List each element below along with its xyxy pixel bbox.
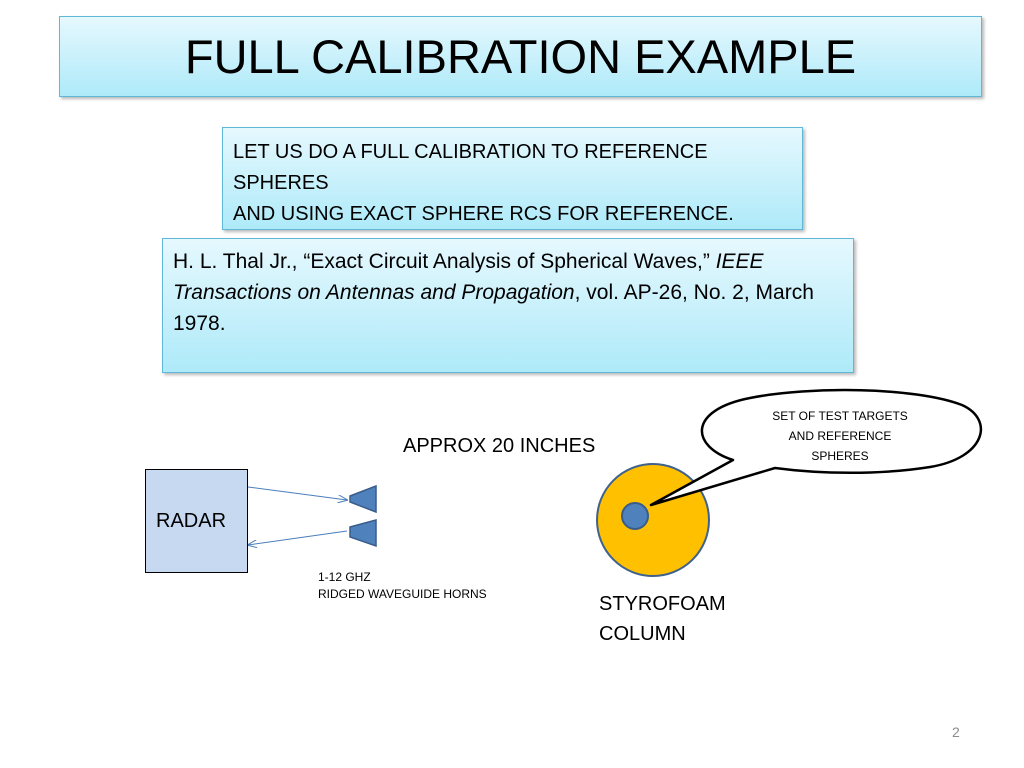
callout-line-3: SPHERES [811, 449, 869, 463]
radar-label: RADAR [156, 510, 227, 532]
intro-line-3: AND USING EXACT SPHERE RCS FOR REFERENCE… [233, 203, 734, 225]
callout-line-2: AND REFERENCE [788, 429, 892, 443]
horn-label-line-2: RIDGED WAVEGUIDE HORNS [318, 587, 487, 601]
styrofoam-column-icon [596, 463, 710, 577]
callout-line-1: SET OF TEST TARGETS [772, 409, 908, 423]
column-label-line-2: COLUMN [599, 623, 686, 645]
title-box: FULL CALIBRATION EXAMPLE [59, 16, 982, 97]
intro-line-1: LET US DO A FULL CALIBRATION TO REFERENC… [233, 141, 708, 163]
reference-journal: IEEE Transactions on Antennas and Propag… [173, 250, 764, 304]
distance-label: APPROX 20 INCHES [403, 435, 596, 457]
reference-author-title: H. L. Thal Jr., “Exact Circuit Analysis … [173, 250, 716, 273]
transmit-horn-icon [349, 484, 377, 514]
page-number: 2 [952, 724, 960, 740]
reference-box: H. L. Thal Jr., “Exact Circuit Analysis … [162, 238, 854, 373]
intro-line-2: SPHERES [233, 172, 329, 194]
column-label-line-1: STYROFOAM [599, 593, 726, 615]
horn-label: 1-12 GHZ RIDGED WAVEGUIDE HORNS [318, 569, 487, 603]
slide-title: FULL CALIBRATION EXAMPLE [184, 30, 857, 83]
radar-block: RADAR [145, 469, 248, 573]
reference-details: , vol. AP-26, No. 2, March 1978. [173, 281, 814, 335]
reference-sphere-icon [621, 502, 649, 530]
callout-text: SET OF TEST TARGETS AND REFERENCE SPHERE… [740, 406, 940, 466]
receive-horn-icon [349, 519, 377, 548]
column-label: STYROFOAM COLUMN [599, 589, 726, 649]
transmit-arrow [247, 486, 347, 500]
intro-text-box: LET US DO A FULL CALIBRATION TO REFERENC… [222, 127, 803, 230]
callout-bubble [649, 388, 982, 507]
horn-label-line-1: 1-12 GHZ [318, 570, 371, 584]
receive-arrow [248, 530, 348, 545]
